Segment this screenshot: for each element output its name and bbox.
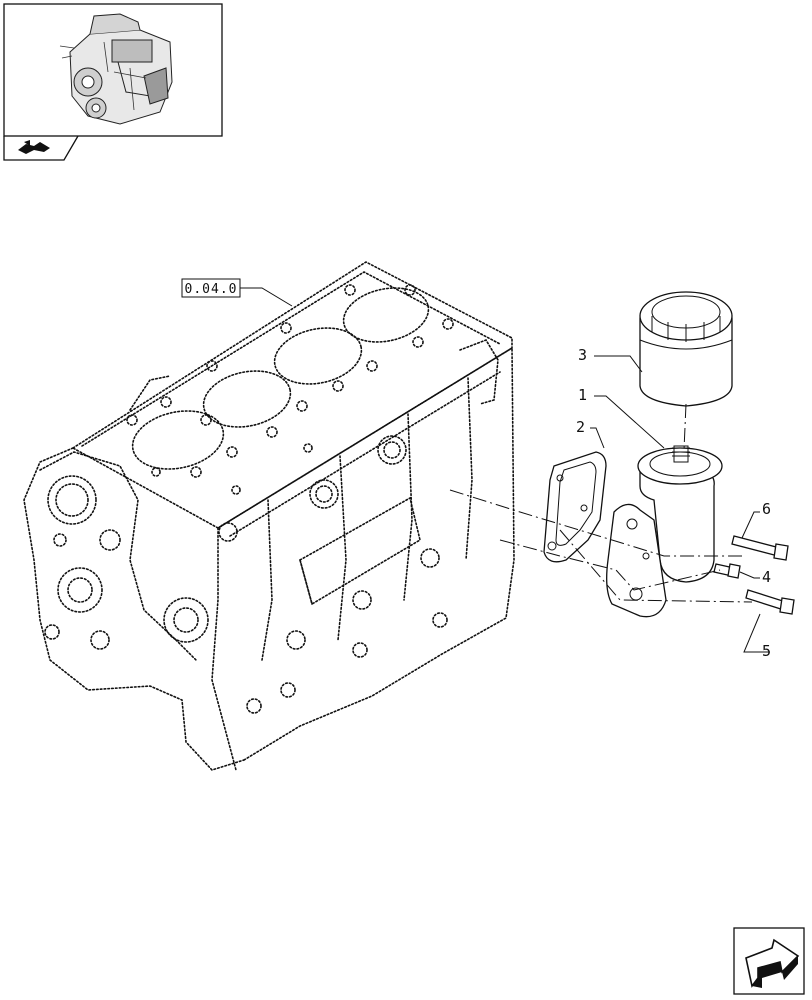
section-reference-label[interactable]: 0.04.0 [181, 278, 293, 307]
engine-block [23, 261, 515, 771]
bolt-part-4 [713, 563, 741, 579]
svg-text:0.04.0: 0.04.0 [185, 282, 238, 297]
filter-head-gasket [543, 451, 607, 563]
engine-thumbnail-icon[interactable] [3, 3, 223, 137]
callout-6[interactable]: 6 [762, 500, 771, 518]
bolt-part-6 [731, 535, 789, 561]
oil-filter-cartridge [639, 291, 733, 407]
callout-leaders [590, 355, 770, 653]
filter-head-adapter [606, 445, 723, 618]
next-page-arrow-icon[interactable] [733, 927, 805, 995]
callout-4[interactable]: 4 [762, 568, 771, 586]
callout-2[interactable]: 2 [576, 418, 585, 436]
callout-3[interactable]: 3 [578, 346, 587, 364]
book-section-icon[interactable] [3, 135, 79, 161]
bolt-part-5 [745, 589, 795, 615]
assembly-centerlines [449, 403, 753, 603]
callout-5[interactable]: 5 [762, 642, 771, 660]
callout-1[interactable]: 1 [578, 386, 587, 404]
